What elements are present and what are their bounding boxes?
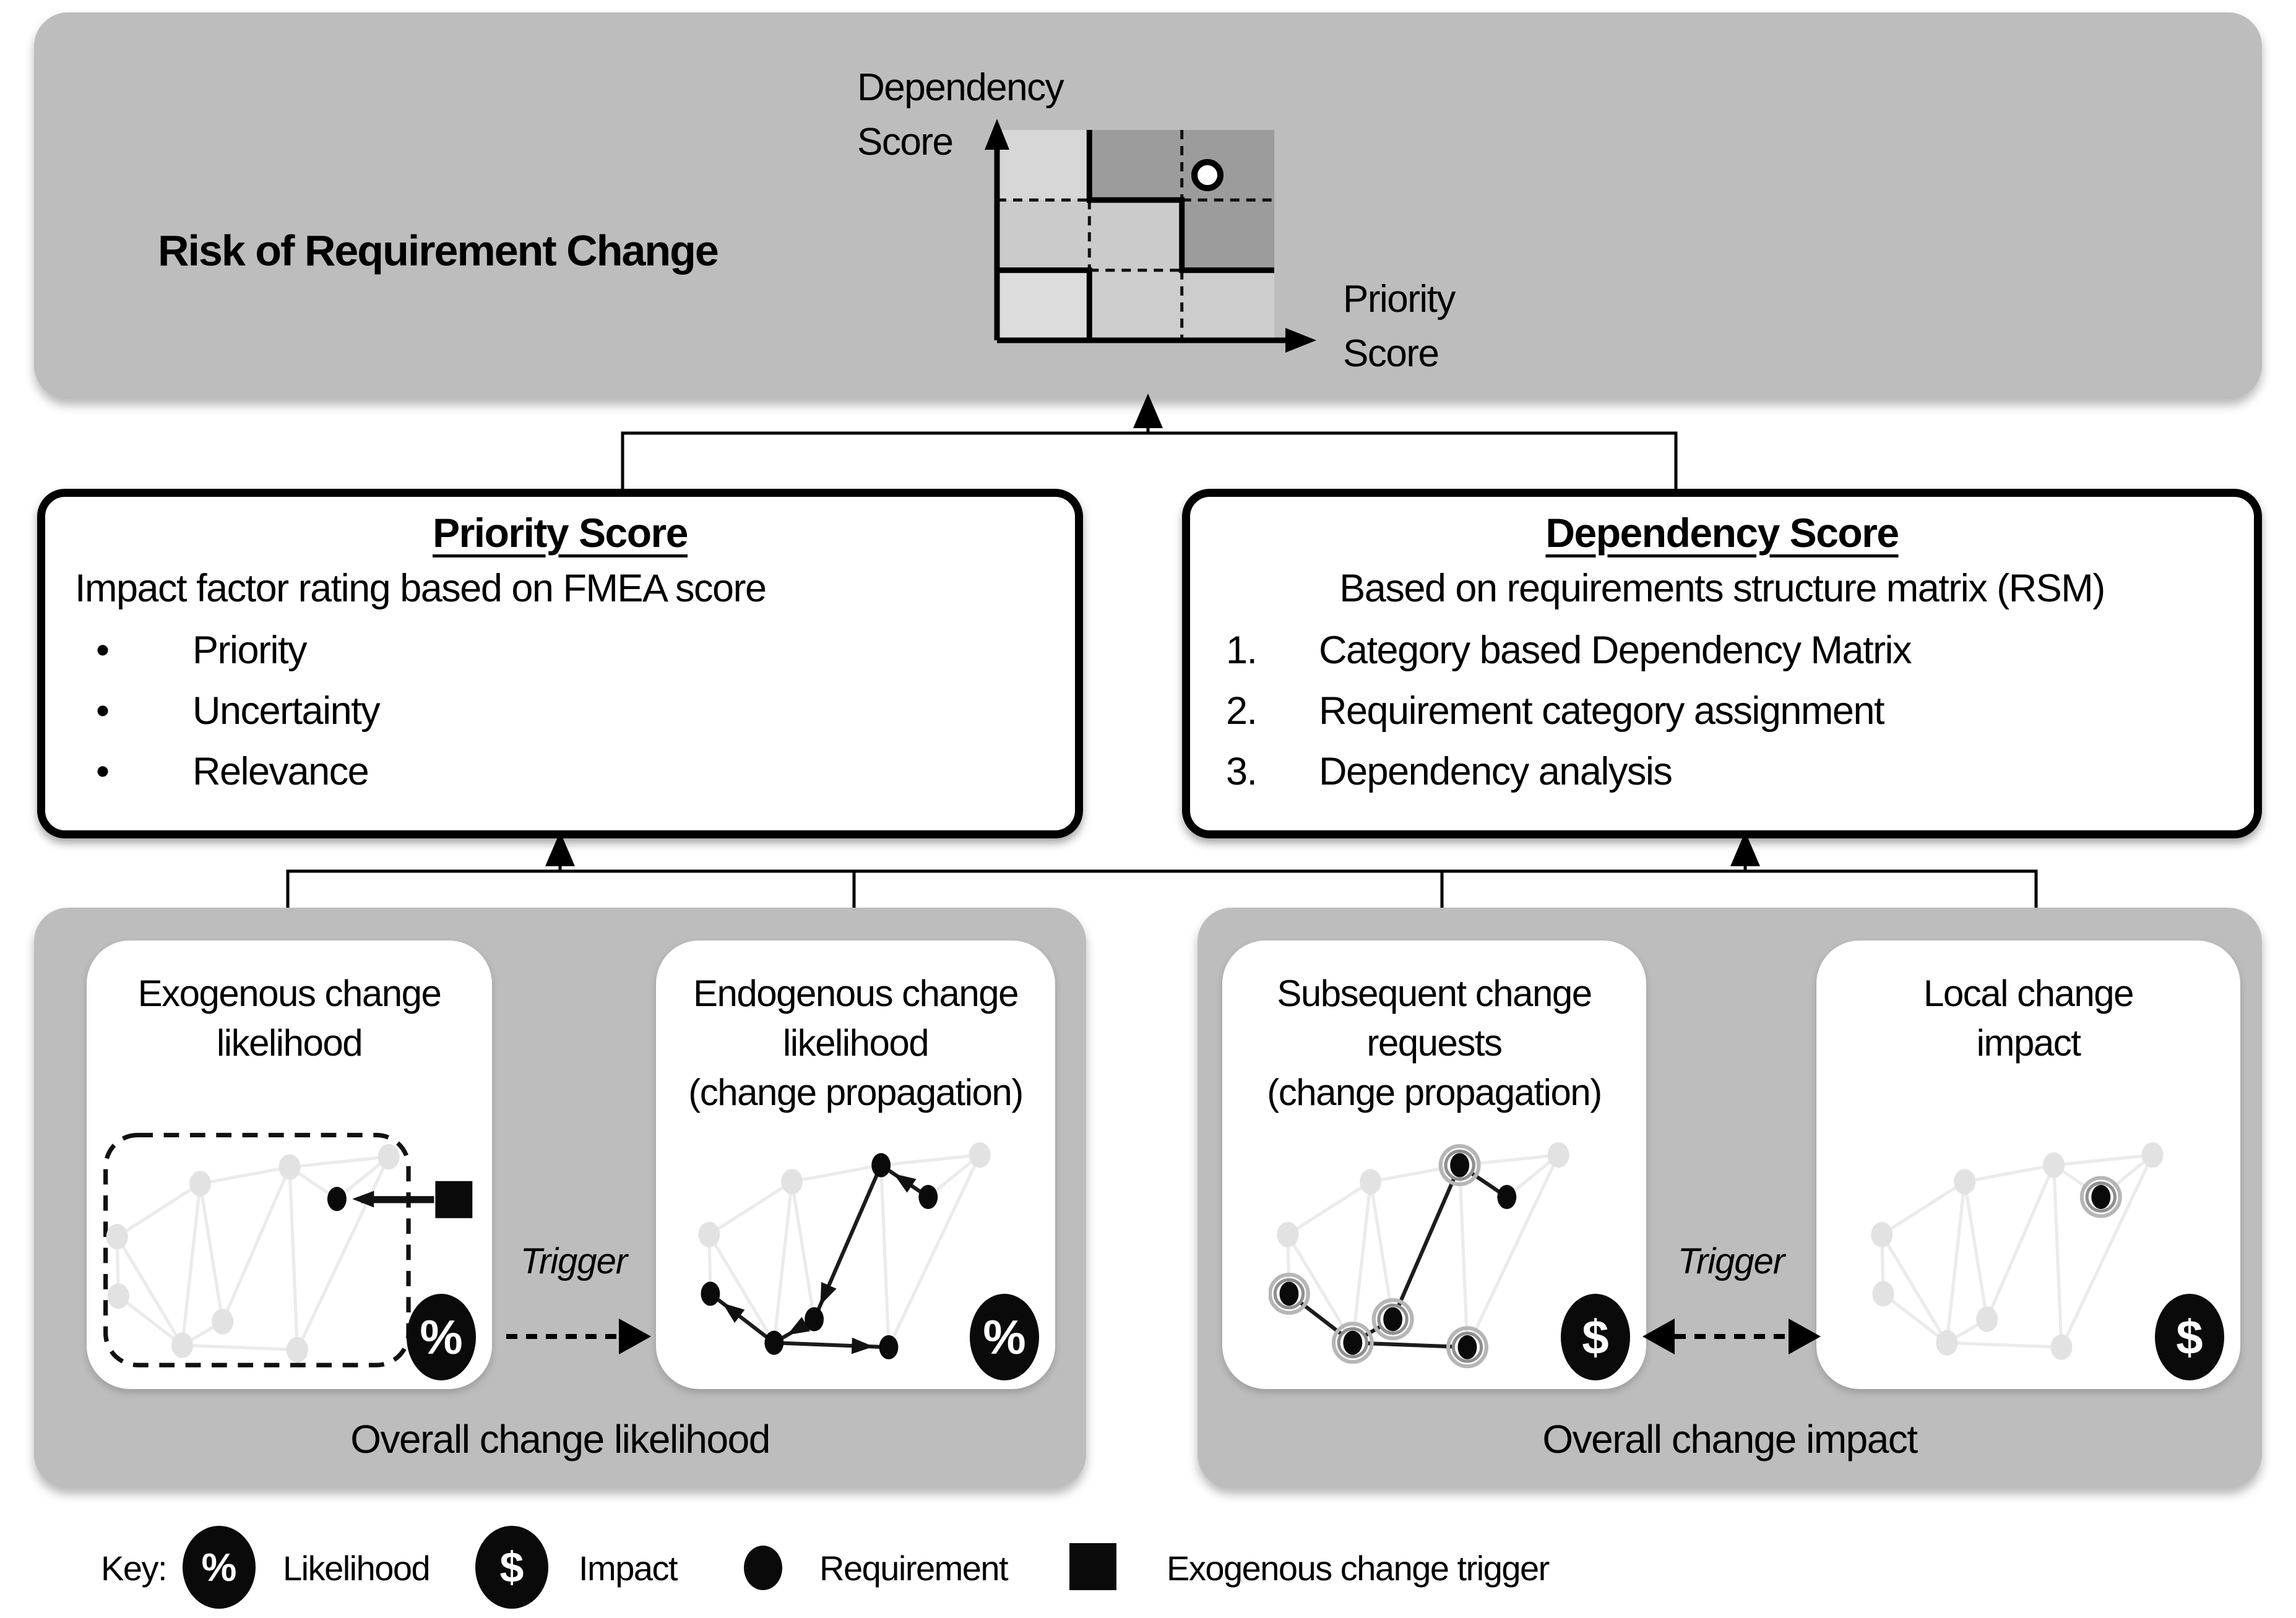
priority-score-title: Priority Score (433, 510, 688, 556)
matrix-cell (997, 130, 1090, 200)
matrix-axes (994, 135, 1300, 343)
dependency-score-subtitle: Based on requirements structure matrix (… (1339, 567, 2105, 610)
list-label: Category based Dependency Matrix (1319, 629, 1912, 672)
card-title: Endogenous change likelihood (change pro… (688, 973, 1024, 1113)
subsequent-change-requests-card: Subsequent change requests (change propa… (1222, 940, 1646, 1389)
overall-change-impact-panel: Subsequent change requests (change propa… (1198, 908, 2262, 1488)
endogenous-change-likelihood-card: Endogenous change likelihood (change pro… (656, 940, 1055, 1389)
key-item-likelihood: Likelihood (283, 1549, 431, 1588)
key-item-exogenous-trigger: Exogenous change trigger (1167, 1549, 1550, 1588)
list-number: 1. (1226, 629, 1258, 672)
list-label: Requirement category assignment (1319, 689, 1885, 733)
dependency-score-box: Dependency Score Based on requirements s… (1182, 489, 2262, 838)
overall-change-impact-caption: Overall change impact (1542, 1417, 1918, 1461)
list-number: 3. (1226, 750, 1258, 793)
local-impact-network-graphic (1871, 1142, 2164, 1360)
key-item-requirement: Requirement (819, 1549, 1009, 1588)
card-title: Local change impact (1923, 973, 2134, 1064)
bullet-label: Uncertainty (192, 689, 381, 733)
key-label: Key: (101, 1549, 168, 1588)
requirement-dot-icon (744, 1546, 782, 1590)
local-change-impact-card: Local change impact $ (1816, 940, 2240, 1389)
priority-score-subtitle: Impact factor rating based on FMEA score (75, 567, 767, 610)
bullet-icon: • (96, 750, 110, 793)
card-title: Exogenous change likelihood (137, 973, 442, 1064)
matrix-cell (1181, 200, 1275, 270)
priority-score-box: Priority Score Impact factor rating base… (37, 489, 1083, 838)
y-axis-arrowhead-icon (985, 119, 1009, 150)
bullet-label: Relevance (192, 750, 369, 793)
impact-dollar-badge-icon: $ (2155, 1294, 2224, 1380)
bullet-label: Priority (192, 629, 308, 672)
matrix-y-axis-label: Dependency Score (857, 66, 1064, 163)
impact-dollar-badge-icon: $ (1561, 1294, 1630, 1380)
matrix-cell (997, 200, 1090, 270)
bullet-icon: • (96, 629, 110, 672)
trigger-label: Trigger (1677, 1241, 1785, 1281)
likelihood-percent-badge-icon: % (407, 1294, 476, 1380)
x-axis-arrowhead-icon (1285, 328, 1316, 353)
key-item-impact: Impact (579, 1549, 678, 1588)
matrix-x-axis-label: Priority Score (1343, 278, 1456, 375)
risk-of-requirement-change-box: Risk of Requirement Change Dependency Sc… (34, 12, 2262, 399)
requirement-position-marker (1191, 159, 1224, 191)
exogenous-trigger-square-icon (1069, 1543, 1116, 1590)
trigger-label: Trigger (520, 1241, 628, 1281)
exogenous-change-likelihood-card: Exogenous change likelihood % (87, 940, 492, 1389)
matrix-cell (1089, 270, 1182, 341)
percent-badge-icon: % (183, 1526, 256, 1609)
risk-matrix (985, 119, 1316, 353)
likelihood-percent-badge-icon: % (970, 1294, 1039, 1380)
matrix-cell (1181, 270, 1275, 341)
overall-change-likelihood-caption: Overall change likelihood (350, 1417, 770, 1461)
list-label: Dependency analysis (1319, 750, 1673, 793)
risk-box-title: Risk of Requirement Change (158, 226, 719, 275)
subsequent-network-graphic (1269, 1142, 1569, 1369)
matrix-cell (1089, 130, 1182, 200)
bullet-icon: • (96, 689, 110, 733)
matrix-cell (997, 270, 1090, 341)
dependency-score-title: Dependency Score (1545, 510, 1899, 556)
exogenous-network-graphic (103, 1132, 473, 1367)
card-title: Subsequent change requests (change propa… (1267, 973, 1602, 1113)
list-number: 2. (1226, 689, 1258, 733)
dollar-badge-icon: $ (475, 1526, 548, 1609)
overall-change-likelihood-panel: Exogenous change likelihood % Endogenous… (34, 908, 1086, 1488)
matrix-risk-boundaries (997, 130, 1274, 340)
matrix-dashed-grid (997, 130, 1274, 340)
matrix-cell (1089, 200, 1182, 270)
endogenous-network-graphic (698, 1142, 991, 1359)
